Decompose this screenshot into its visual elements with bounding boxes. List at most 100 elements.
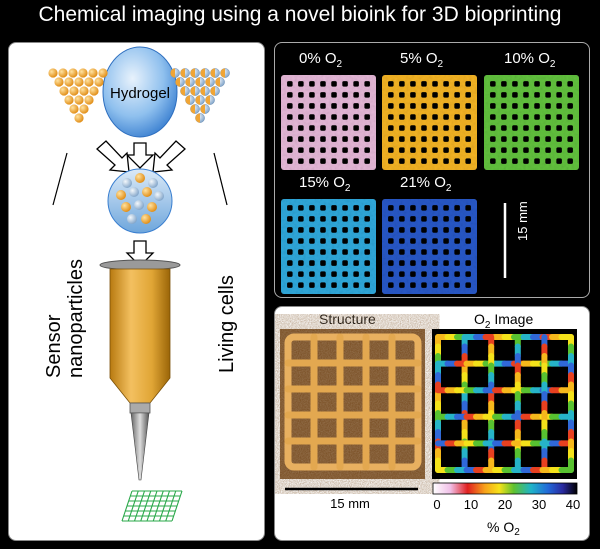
mixture-particle	[135, 173, 145, 183]
scale-label-top: 15 mm	[515, 201, 530, 241]
scale-label-bottom: 15 mm	[330, 496, 370, 511]
sensor-particle	[68, 68, 78, 78]
cell-particle-half	[180, 86, 185, 96]
cell-particle-half	[195, 95, 200, 105]
mixture-particle	[116, 190, 126, 200]
cell-particle-half	[210, 86, 215, 96]
grid-5-percent	[382, 75, 477, 170]
cell-particle-half	[215, 77, 220, 87]
colorbar-tick: 30	[532, 497, 546, 512]
page-title: Chemical imaging using a novel bioink fo…	[38, 3, 562, 26]
arrow-diagonal-right-icon	[96, 140, 130, 173]
hydrogel-blob	[102, 46, 178, 138]
cell-particle-half	[190, 104, 195, 114]
grid-10-percent	[484, 75, 579, 170]
cell-particle-half	[170, 68, 175, 78]
mixture-particle	[141, 214, 151, 224]
cell-particle-half	[200, 86, 205, 96]
syringe-flange	[99, 259, 181, 271]
syringe-barrel	[109, 268, 171, 404]
sensor-particle	[88, 68, 98, 78]
o2-image-bg	[432, 329, 577, 479]
mixture-particle	[154, 191, 164, 201]
grid-label-0: 0% O2	[299, 50, 343, 70]
mixture-particle	[142, 187, 152, 197]
sensor-particle	[84, 77, 94, 87]
sensor-particle	[54, 77, 64, 87]
cell-particle-half	[220, 68, 225, 78]
structure-o2-image-panel: Structure O2 Image	[274, 306, 590, 541]
oxygen-grids	[281, 75, 579, 294]
bioink-schematic-panel: Hydrogel Sensor nanoparticles Living cel…	[8, 42, 265, 541]
cell-particle-half	[210, 68, 215, 78]
printed-scaffold-grid	[121, 490, 183, 522]
colorbar-tick: 20	[498, 497, 512, 512]
sensor-particle	[98, 68, 108, 78]
colorbar-label: % O2	[487, 519, 520, 538]
sensor-particle	[84, 95, 94, 105]
cell-particle-half	[185, 95, 190, 105]
bioink-schematic: Hydrogel	[48, 46, 230, 522]
mixture-particle	[129, 187, 139, 197]
o2-image-label: O2 Image	[474, 311, 534, 331]
cell-particle-half	[200, 104, 205, 114]
sensor-particle	[59, 86, 69, 96]
sensor-particle	[69, 86, 79, 96]
grid-21-percent	[382, 199, 477, 294]
cell-particle-half	[190, 68, 195, 78]
sensor-particle	[89, 86, 99, 96]
bioink-mixture-particles	[116, 173, 164, 224]
sensor-particle	[78, 68, 88, 78]
colorbar-tick: 40	[566, 497, 580, 512]
arrow-down-2-icon	[125, 240, 155, 267]
arrow-down-icon	[125, 142, 155, 169]
living-cells-cluster	[170, 68, 230, 123]
sensor-particle	[69, 104, 79, 114]
mixture-particle	[127, 214, 137, 224]
grid-label-10: 10% O2	[504, 50, 556, 70]
cell-particle-half	[195, 77, 200, 87]
sensor-nanoparticles-cluster	[48, 68, 108, 123]
grid-15-percent	[281, 199, 376, 294]
sensor-particle	[74, 77, 84, 87]
sensor-nanoparticles-label: Sensor nanoparticles	[43, 259, 87, 378]
sensor-particle	[94, 77, 104, 87]
oxygen-grid-panel: 0% O2 5% O2 10% O2 15% O2 21% O2 15 mm	[274, 42, 590, 298]
cell-particle-half	[200, 68, 205, 78]
colorbar-tick: 0	[433, 497, 440, 512]
syringe-needle	[130, 412, 150, 481]
mixture-particle	[122, 178, 132, 188]
colorbar-ticks: 0 10 20 30 40	[433, 497, 580, 512]
cell-particle-half	[180, 68, 185, 78]
sensor-particle	[79, 104, 89, 114]
cell-particle-half	[190, 86, 195, 96]
sensor-leader-line	[52, 152, 68, 206]
arrow-diagonal-left-icon	[152, 140, 186, 173]
sensor-particle	[79, 86, 89, 96]
mixture-particle	[148, 178, 158, 188]
sensor-particle	[64, 77, 74, 87]
sensor-particle	[74, 95, 84, 105]
hydrogel-label: Hydrogel	[110, 85, 170, 102]
syringe-tip-collar	[129, 402, 151, 414]
grid-0-percent	[281, 75, 376, 170]
grid-label-21: 21% O2	[400, 174, 452, 194]
grid-label-5: 5% O2	[400, 50, 444, 70]
structure-photo-grid	[284, 333, 422, 471]
structure-label: Structure	[319, 311, 376, 327]
cell-particle-half	[195, 113, 200, 123]
mixture-particle	[121, 202, 131, 212]
colorbar-tick: 10	[464, 497, 478, 512]
grid-label-15: 15% O2	[299, 174, 351, 194]
cell-particle-half	[185, 77, 190, 87]
sensor-particle	[74, 113, 84, 123]
mixing-arrows	[96, 140, 186, 267]
sensor-particle	[58, 68, 68, 78]
sensor-particle	[48, 68, 58, 78]
colorbar	[432, 482, 578, 495]
structure-o2-images: 15 mm 0 10 20 30 40 % O2	[280, 329, 580, 538]
mixture-particle	[147, 202, 157, 212]
cell-particle-half	[205, 77, 210, 87]
cell-particle-half	[205, 95, 210, 105]
cells-leader-line	[213, 152, 228, 206]
